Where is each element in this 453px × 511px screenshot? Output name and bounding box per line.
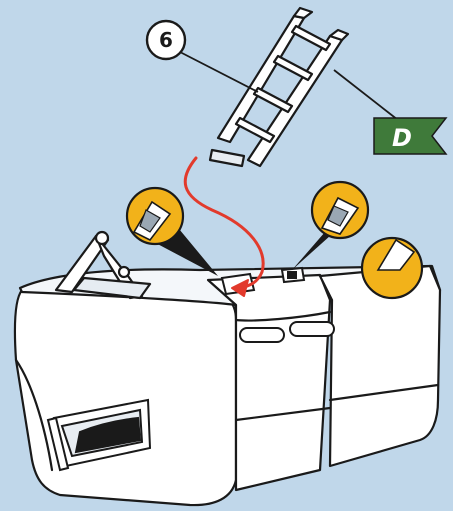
leader-line-6 xyxy=(180,52,258,92)
cabinet-body xyxy=(15,266,440,505)
magnifier-callout-right-top xyxy=(292,182,368,270)
handle-frame xyxy=(56,232,150,298)
pointer-flag: D xyxy=(374,118,446,154)
ladder-part xyxy=(210,8,348,166)
magnifier-callout-left xyxy=(127,188,218,276)
leader-line-flag xyxy=(334,70,398,120)
pointer-flag-label: D xyxy=(392,124,412,152)
part-number-badge: 6 xyxy=(147,21,185,59)
magnifier-callout-right xyxy=(360,238,440,298)
part-number-label: 6 xyxy=(159,28,173,52)
